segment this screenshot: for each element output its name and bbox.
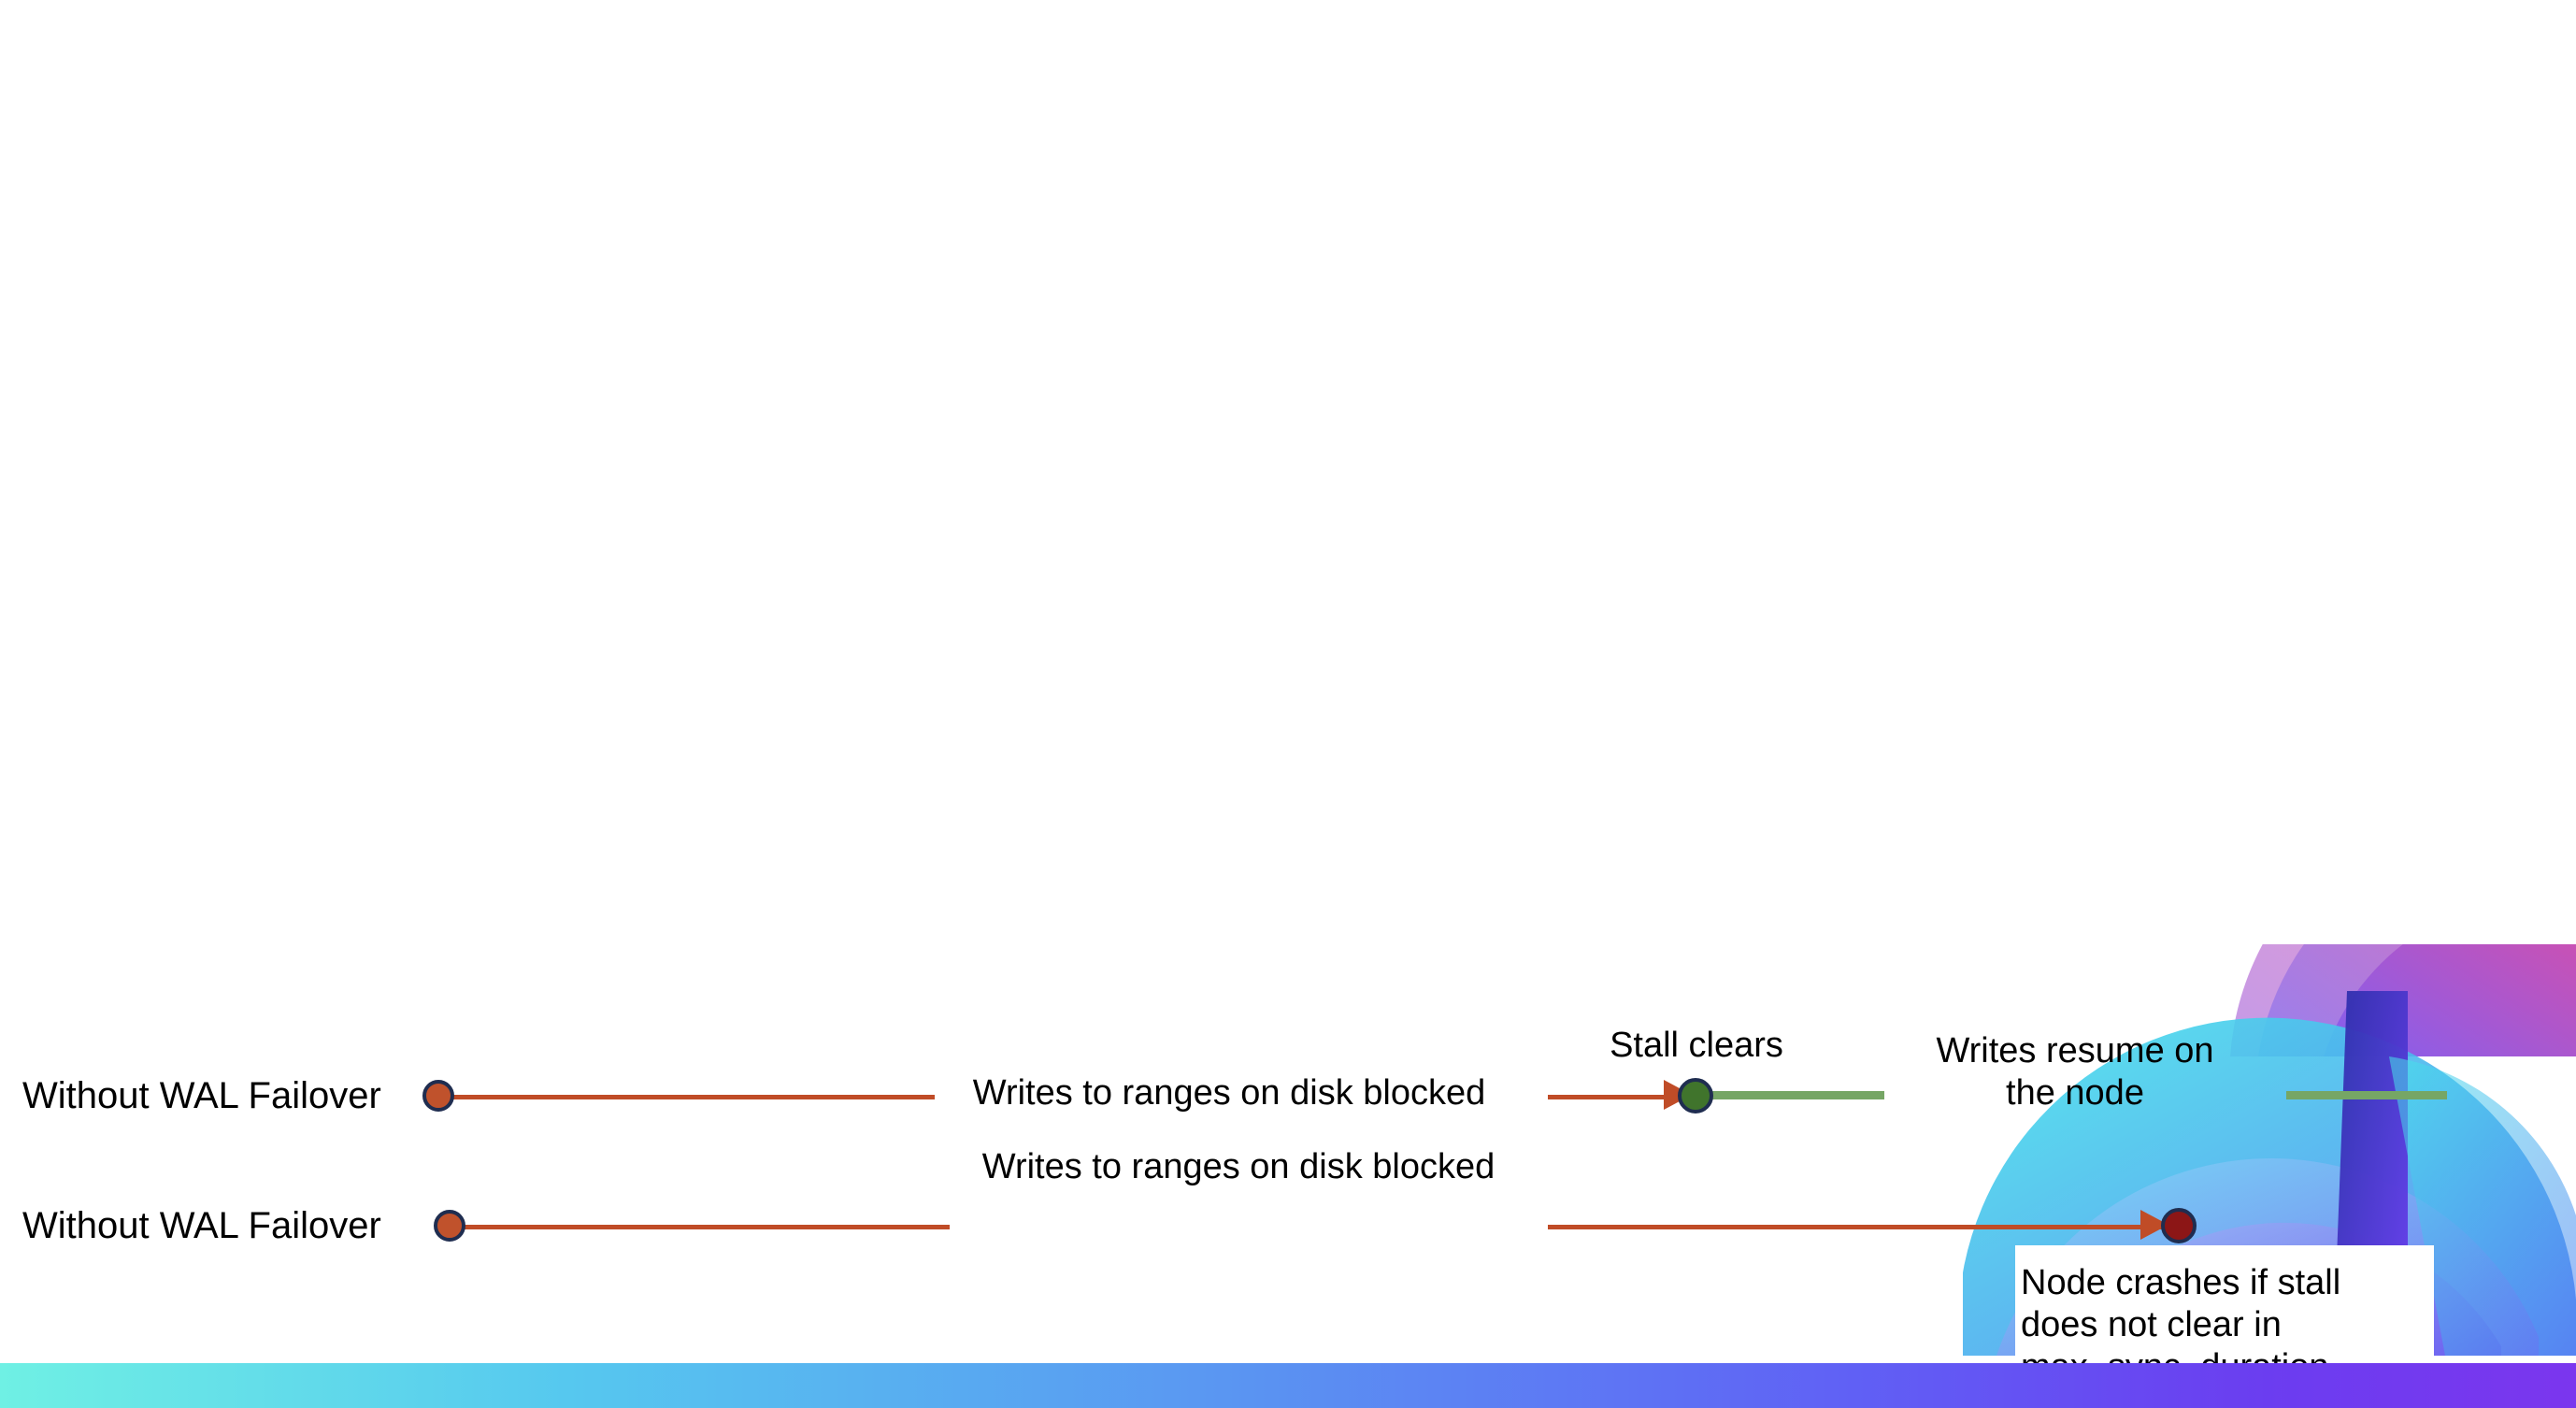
without-failover-1-clear-dot (1678, 1078, 1713, 1113)
without-failover-2-crash-dot (2161, 1208, 2197, 1243)
without-failover-1-line-blocked-2 (1548, 1095, 1677, 1099)
note-stall-clears-2: Stall clears (1610, 1026, 1783, 1065)
without-failover-1-line-resume-tail (2286, 1091, 2447, 1099)
without-failover-2-line-blocked (460, 1225, 950, 1229)
row-label-without-wal-failover-2: Without WAL Failover (22, 1205, 381, 1246)
without-failover-1-stall-dot (422, 1080, 454, 1112)
note-writes-resume: Writes resume on the node (1936, 1031, 2214, 1113)
bottom-gradient-bar (0, 1363, 2576, 1408)
without-failover-2-line-blocked-2 (1548, 1225, 2167, 1229)
note-writes-blocked-2: Writes to ranges on disk blocked (981, 1147, 1496, 1186)
decor-mask-top (0, 0, 1963, 1408)
row-label-without-wal-failover-1: Without WAL Failover (22, 1075, 381, 1116)
decor-mask-right-upper (1963, 0, 2576, 944)
without-failover-2-stall-dot (434, 1210, 465, 1242)
without-failover-1-line-resume (1701, 1091, 1884, 1099)
note-writes-blocked-1: Writes to ranges on disk blocked (972, 1073, 1486, 1113)
without-failover-1-line-blocked (449, 1095, 935, 1099)
